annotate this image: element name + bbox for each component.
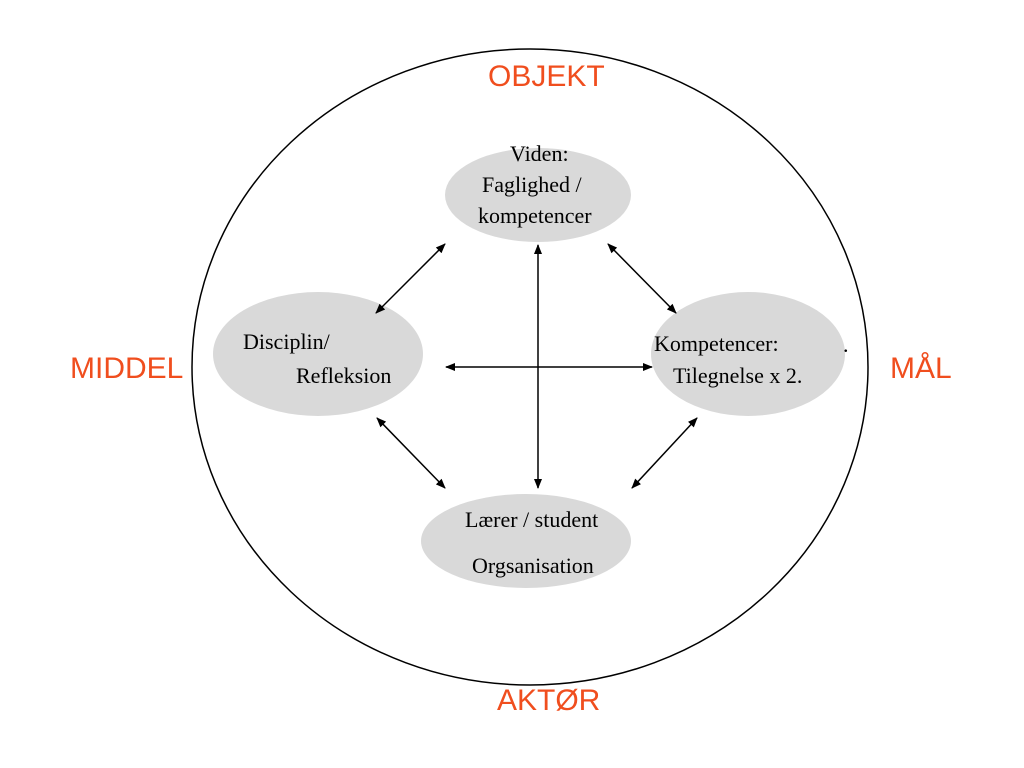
node-bottom-line-2: Orgsanisation [472, 553, 594, 578]
label-middel: MIDDEL [70, 352, 184, 385]
node-top-line-1: Viden: [510, 141, 569, 166]
node-left-shape [213, 292, 423, 416]
node-bottom-line-1: Lærer / student [465, 507, 599, 532]
node-right-line-1: Kompetencer: [654, 331, 779, 356]
arrow-top-right [607, 243, 677, 314]
node-top-line-2: Faglighed / [482, 172, 582, 197]
arrow-bottom-left [376, 417, 446, 489]
label-aktoer: AKTØR [497, 684, 601, 717]
node-top-shape [445, 148, 631, 242]
stray-dot-mark: . [843, 332, 849, 357]
arrow-bottom-right [631, 417, 698, 489]
node-top-line-3: kompetencer [478, 203, 592, 228]
node-left-line-1: Disciplin/ [243, 329, 330, 354]
label-objekt: OBJEKT [488, 60, 605, 93]
node-right-shape [651, 292, 845, 416]
node-left-line-2: Refleksion [296, 363, 392, 388]
outer-circle [191, 48, 869, 686]
label-maal: MÅL [890, 352, 952, 385]
arrow-top-left [375, 243, 446, 314]
node-bottom-shape [421, 494, 631, 588]
node-right-line-2: Tilegnelse x 2. [673, 363, 803, 388]
